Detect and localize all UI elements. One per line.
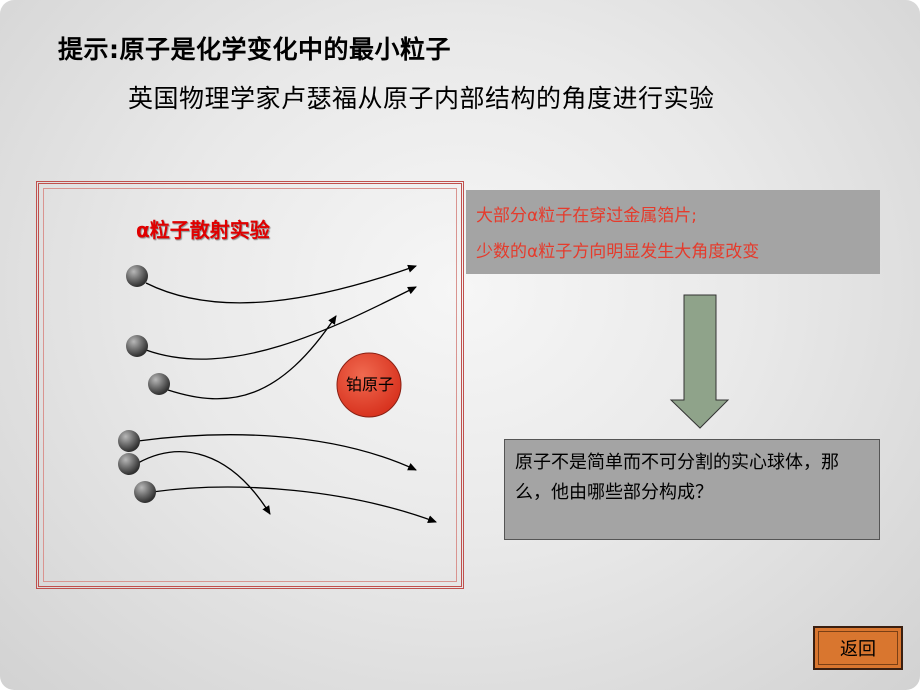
trajectory-3 <box>167 315 337 400</box>
conclusion-box: 原子不是简单而不可分割的实心球体，那么，他由哪些部分构成？ <box>504 439 880 540</box>
observation-line: 少数的α粒子方向明显发生大角度改变 <box>476 242 760 262</box>
back-button[interactable]: 返回 <box>813 626 903 670</box>
observation-line: 大部分α粒子在穿过金属箔片; <box>476 206 697 226</box>
observation-box: 大部分α粒子在穿过金属箔片; 少数的α粒子方向明显发生大角度改变 <box>466 190 880 274</box>
down-arrow-icon <box>669 294 730 429</box>
trajectory-4 <box>137 434 417 471</box>
trajectory-6 <box>151 486 437 523</box>
trajectory-2 <box>145 286 417 360</box>
hint-subtitle: 英国物理学家卢瑟福从原子内部结构的角度进行实验 <box>128 84 715 113</box>
hint-title: 提示:原子是化学变化中的最小粒子 <box>58 35 451 64</box>
trajectory-5 <box>137 451 271 515</box>
trajectory-1 <box>145 264 417 304</box>
experiment-frame <box>36 181 464 589</box>
alpha-particle <box>126 335 148 357</box>
nucleus-label: 铂原子 <box>345 375 394 394</box>
back-button-label: 返回 <box>818 631 898 665</box>
alpha-particle <box>118 430 140 452</box>
experiment-title: α粒子散射实验 <box>136 218 270 242</box>
alpha-particle <box>148 373 170 395</box>
platinum-nucleus <box>336 352 402 418</box>
alpha-particle <box>126 265 148 287</box>
alpha-particle <box>134 481 156 503</box>
alpha-particle <box>118 453 140 475</box>
